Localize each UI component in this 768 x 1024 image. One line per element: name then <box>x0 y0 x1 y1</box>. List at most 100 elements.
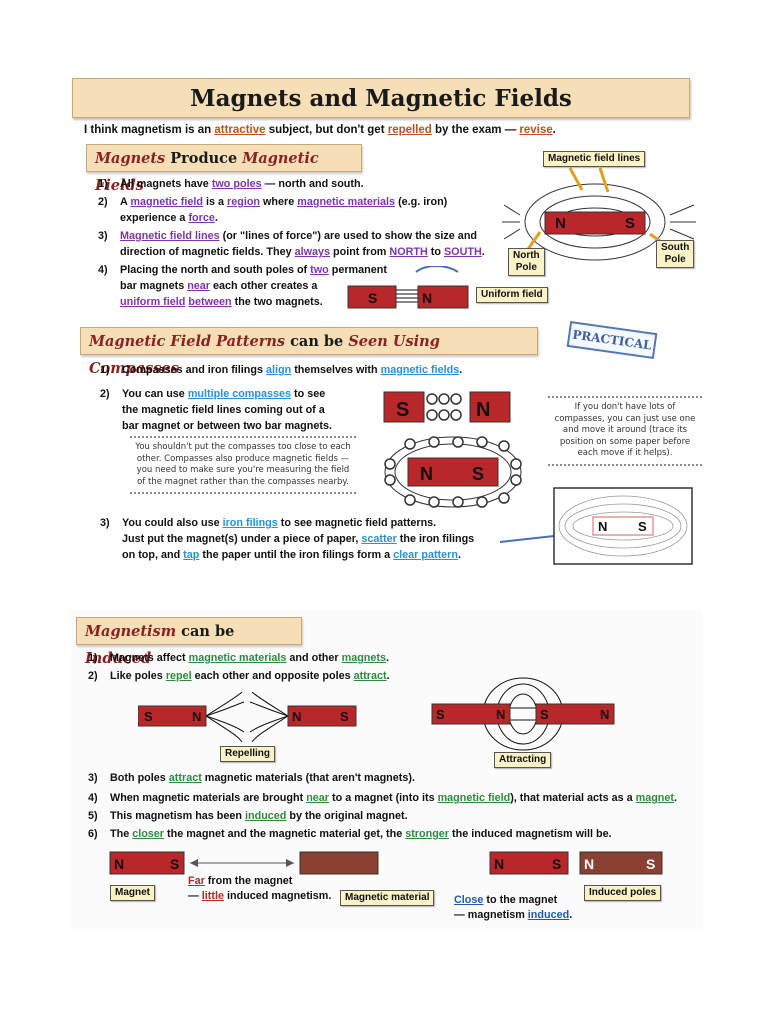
induced-pole-letter: N <box>584 856 594 872</box>
text: Magnets affect <box>110 652 189 664</box>
text: point from <box>330 246 390 258</box>
text: (e.g. iron) <box>395 196 448 208</box>
note-text: If you don't have lots of compasses, you… <box>548 396 702 466</box>
pole-letter: N <box>192 709 201 724</box>
heading-part: Magnetic Fields <box>95 150 319 194</box>
list-number: 2) <box>98 196 108 208</box>
heading-part: Magnetic Field Patterns <box>89 333 286 350</box>
text: . <box>481 246 485 258</box>
list-number: 4) <box>98 264 108 276</box>
text: — magnetism <box>454 909 528 921</box>
keyword: magnetic materials <box>297 196 396 208</box>
list-number: 1) <box>100 364 110 376</box>
text: the paper until the iron filings form a <box>199 549 394 561</box>
intro-part: . <box>552 124 556 136</box>
section-heading-magnets-produce-fields: Magnets Produce Magnetic Fields <box>86 144 362 194</box>
text: . <box>569 909 573 921</box>
keyword: scatter <box>361 533 397 545</box>
magnetic-material-block <box>579 851 663 875</box>
far-from-magnet-diagram: N S <box>109 851 379 875</box>
south-pole-letter: S <box>625 215 635 232</box>
intro-part: I think magnetism is an <box>84 124 215 136</box>
text: You can use <box>122 388 188 400</box>
text: on top, and <box>122 549 184 561</box>
text: The <box>110 828 133 840</box>
list-item: 3)You could also use iron filings to see… <box>100 515 520 563</box>
compass-between-magnets-diagram: S N <box>383 391 511 423</box>
text: the two magnets. <box>231 296 323 308</box>
text: Just put the magnet(s) under a piece of … <box>122 533 362 545</box>
compass-icon <box>428 496 440 508</box>
compass-icon <box>384 458 396 470</box>
bar-magnet-field-diagram: N S <box>502 167 696 261</box>
list-number: 3) <box>88 772 98 784</box>
bar-magnet <box>535 703 615 725</box>
keyword: iron filings <box>222 517 278 529</box>
heading-part: Induced <box>85 650 152 667</box>
text-line: on top, and tap the paper until the iron… <box>100 547 520 563</box>
close-caption: Close to the magnet — magnetism induced. <box>454 893 594 923</box>
keyword: magnet <box>635 792 675 804</box>
repelling-magnets-diagram: S N N S <box>138 692 357 742</box>
intro-part: subject, but don't get <box>265 124 388 136</box>
text: induced magnetism. <box>224 890 332 902</box>
compass-icon <box>476 496 488 508</box>
compass-icon <box>426 409 438 421</box>
heading-part: Produce <box>165 150 243 167</box>
pole-letter: S <box>368 290 377 306</box>
text: the magnet and the magnetic material get… <box>164 828 406 840</box>
field-line <box>249 701 289 717</box>
bar-magnet-outline <box>592 516 654 536</box>
field-line <box>251 715 289 742</box>
compass-icon <box>426 393 438 405</box>
text: When magnetic materials are brought <box>110 792 307 804</box>
compass-icon <box>438 393 450 405</box>
compass-icon <box>452 436 464 448</box>
label-uniform-field: Uniform field <box>476 287 548 303</box>
field-line <box>249 715 289 733</box>
bar-magnet <box>431 703 511 725</box>
keyword: attract <box>353 670 387 682</box>
keyword: tap <box>183 549 200 561</box>
bar-magnet <box>347 285 397 309</box>
bar-magnet <box>383 391 425 423</box>
section-heading-field-patterns: Magnetic Field Patterns can be Seen Usin… <box>80 327 538 377</box>
note-right: If you don't have lots of compasses, you… <box>548 396 702 466</box>
field-line <box>669 204 696 240</box>
intro-part: by the exam — <box>431 124 520 136</box>
pole-letter: N <box>496 707 505 722</box>
field-line <box>384 436 522 508</box>
bar-magnet <box>138 705 207 727</box>
compass-icon <box>438 409 450 421</box>
heading-part: Magnets <box>95 150 166 167</box>
keyword: magnetic field <box>437 792 511 804</box>
bar-magnet <box>407 457 499 487</box>
label-magnet: Magnet <box>110 885 155 901</box>
pole-letter: N <box>476 399 490 421</box>
field-line <box>205 692 243 717</box>
keyword: clear pattern <box>393 549 458 561</box>
magnetic-material-block <box>299 851 379 875</box>
label-line: South <box>661 242 690 253</box>
label-attracting: Attracting <box>494 752 552 768</box>
curved-arrow <box>415 266 459 273</box>
note-text: You shouldn't put the compasses too clos… <box>130 436 356 494</box>
list-number: 3) <box>100 517 110 529</box>
bar-magnet <box>489 851 569 875</box>
keyword: region <box>227 196 261 208</box>
pole-letter: N <box>292 709 301 724</box>
keyword: two <box>310 264 329 276</box>
keyword: Far <box>188 875 205 887</box>
text: . <box>459 364 463 376</box>
text: You could also use <box>122 517 223 529</box>
label-line: North <box>513 250 540 261</box>
compass-icon <box>404 438 416 450</box>
field-line <box>205 701 245 717</box>
iron-filings-diagram: N S <box>500 487 693 565</box>
field-line <box>251 692 289 717</box>
label-repelling: Repelling <box>220 746 276 762</box>
list-item: 4)Placing the north and south poles of t… <box>98 262 398 310</box>
label-induced-poles: Induced poles <box>584 885 662 901</box>
